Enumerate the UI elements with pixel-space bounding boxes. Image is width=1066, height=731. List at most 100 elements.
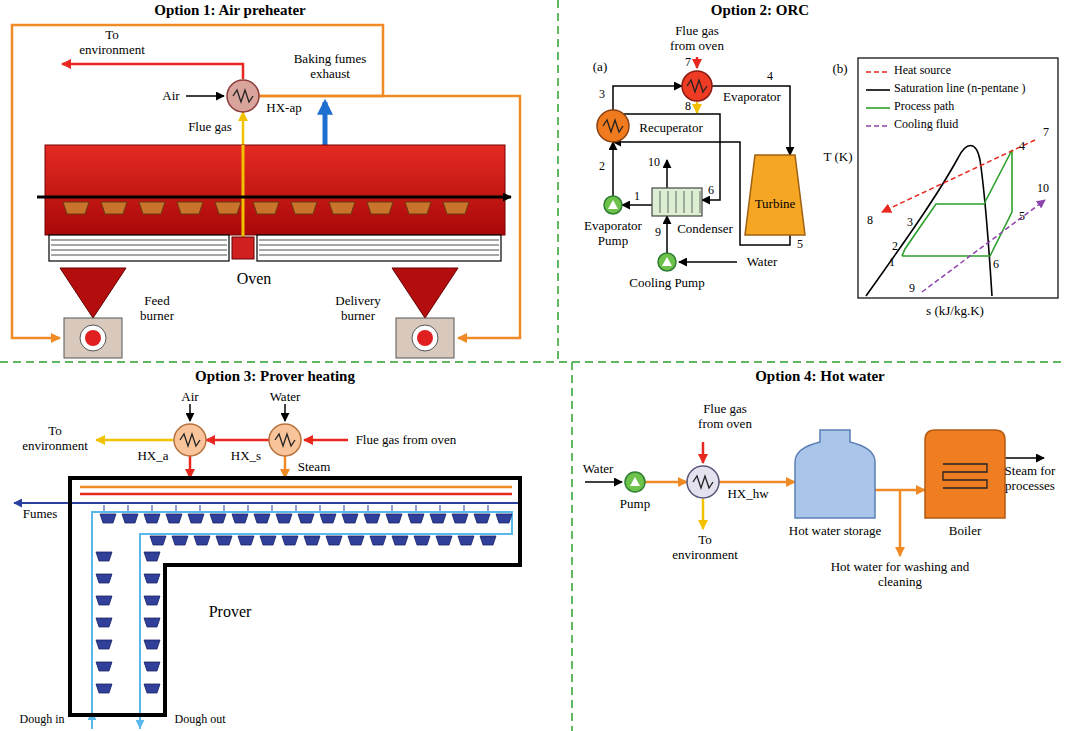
flow-connector — [719, 481, 795, 484]
state-number: 9 — [651, 226, 665, 240]
dough-tray — [144, 662, 160, 671]
exchanger-circle — [174, 424, 206, 456]
panel-title: Option 1: Air preheater — [100, 2, 360, 19]
node-label: Feed burner — [130, 294, 184, 324]
pump-circle — [604, 196, 622, 214]
state-number: 4 — [1015, 140, 1029, 154]
node-outline — [652, 188, 702, 216]
burner-box — [396, 318, 454, 358]
oven-box: Oven — [45, 145, 505, 262]
fume-tick — [488, 505, 489, 511]
dough-tray — [122, 514, 138, 523]
state-number: 1 — [630, 190, 644, 204]
cooling-line — [922, 200, 1045, 292]
annotation: Flue gas from oven — [350, 433, 462, 448]
dough-tray — [96, 574, 112, 583]
node-outline — [745, 155, 805, 235]
state-number: 6 — [704, 184, 718, 198]
burner-ring — [80, 325, 106, 351]
legend-line — [866, 107, 890, 109]
flue-gas-arrow — [702, 442, 705, 463]
baking-tray — [139, 202, 165, 214]
condenser-body — [652, 188, 702, 216]
legend-text: Saturation line (n-pentane ) — [894, 82, 1026, 96]
node-label: Pump — [610, 497, 660, 512]
fume-tick — [272, 505, 273, 511]
node-outline — [657, 252, 677, 272]
storage-tank: Hot water storage — [795, 430, 875, 518]
state-number: 2 — [888, 240, 902, 254]
baking-tray — [177, 202, 203, 214]
dough-tray — [150, 536, 166, 545]
pump-mark — [630, 477, 640, 486]
node-outline — [681, 70, 713, 102]
node-outline — [392, 268, 458, 358]
state-number: 6 — [989, 258, 1003, 272]
heat-exchanger: HX_s — [268, 423, 302, 457]
exhaust-arrow — [96, 439, 173, 442]
pump-symbol: Cooling Pump — [657, 252, 677, 272]
node-label: Evaporator — [719, 90, 785, 105]
air-arrow — [189, 404, 191, 421]
annotation: To environment — [665, 533, 745, 563]
node-outline — [624, 471, 646, 493]
dough-tray — [194, 536, 210, 545]
fumes-line — [14, 502, 520, 504]
burner-flame — [85, 330, 101, 346]
tube-line — [51, 245, 227, 246]
dough-tray — [254, 514, 270, 523]
flow-connector — [612, 142, 614, 196]
baking-tray — [253, 202, 279, 214]
exhaust-arrow — [696, 102, 699, 113]
condenser-plate — [700, 191, 701, 213]
tube-line — [259, 245, 499, 246]
baking-tray — [291, 202, 317, 214]
node-outline — [268, 423, 302, 457]
dough-tray — [414, 536, 430, 545]
prover-outline — [70, 478, 520, 715]
dough-tray — [282, 536, 298, 545]
flow-connector — [189, 456, 192, 478]
annotation: Steam — [294, 460, 334, 475]
pump-circle — [625, 472, 645, 492]
dough-tray — [96, 552, 112, 561]
dough-tray — [144, 684, 160, 693]
legend-text: Heat source — [894, 64, 951, 78]
exhaust-arrow — [62, 64, 243, 79]
exchanger-coil — [603, 120, 623, 132]
dough-tray — [100, 514, 116, 523]
state-number: 5 — [793, 238, 807, 252]
flow-connector — [613, 86, 682, 110]
dough-tray — [96, 640, 112, 649]
burner-unit: Feed burner — [60, 268, 126, 358]
dough-tray — [496, 514, 512, 523]
legend-entry: Heat source — [866, 64, 1056, 80]
tube-line — [51, 240, 227, 241]
panel-title: Option 3: Prover heating — [145, 368, 405, 385]
node-outline — [45, 145, 505, 262]
baking-tray — [405, 202, 431, 214]
annotation: Flue gas — [180, 120, 240, 135]
dough-tray — [474, 514, 490, 523]
dough-tray — [144, 640, 160, 649]
annotation: Water — [263, 390, 307, 405]
baking-tray — [443, 202, 469, 214]
node-label: Oven — [204, 270, 304, 288]
annotation: Water — [742, 255, 782, 270]
state-number: 3 — [595, 88, 609, 102]
dough-tray — [144, 596, 160, 605]
node-label: Hot water storage — [775, 524, 895, 539]
dough-tray — [452, 514, 468, 523]
condenser-plate — [692, 191, 693, 213]
node-outline — [226, 79, 260, 113]
exchanger-circle — [227, 80, 259, 112]
dough-tray — [96, 662, 112, 671]
dough-tray — [348, 536, 364, 545]
node-outline — [173, 423, 207, 457]
burner-unit: Delivery burner — [392, 268, 458, 358]
node-label: HX-ap — [262, 101, 306, 116]
dough-tray — [392, 536, 408, 545]
dough-tray — [430, 514, 446, 523]
water-arrow — [679, 261, 737, 263]
node-label: Turbine — [747, 197, 803, 212]
